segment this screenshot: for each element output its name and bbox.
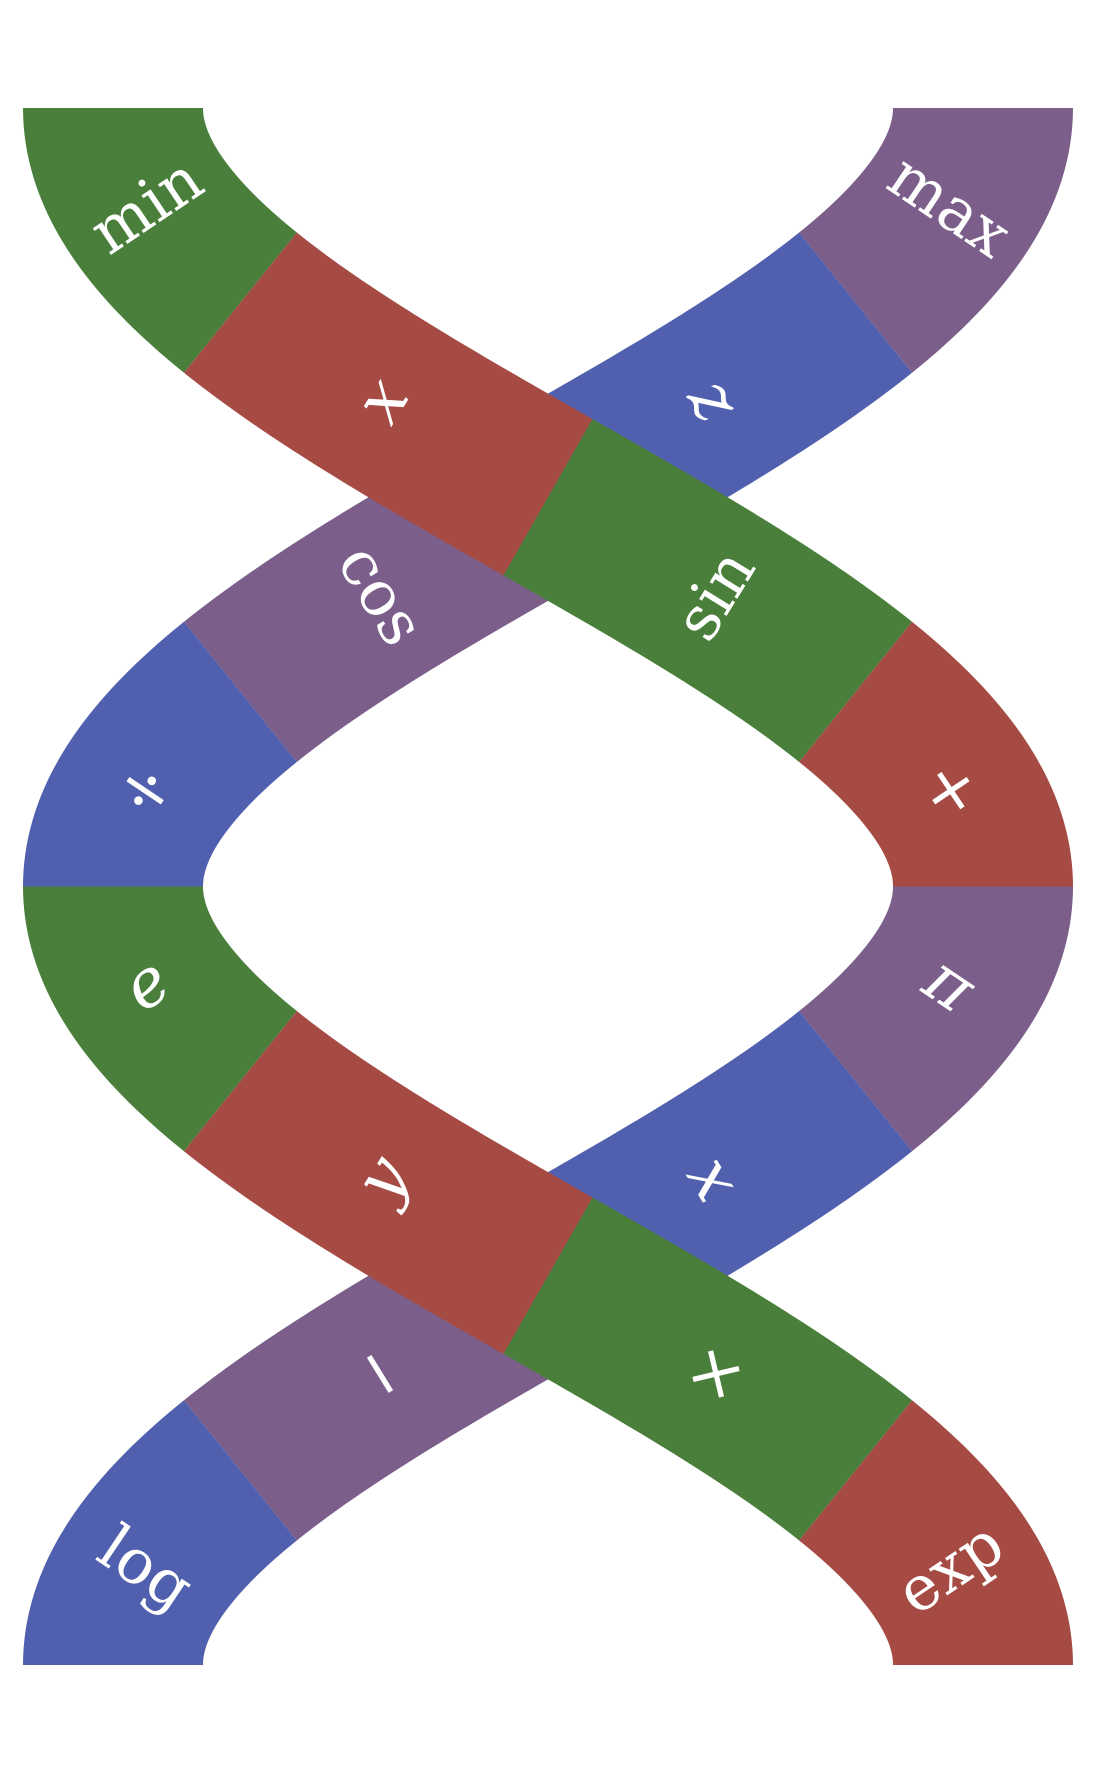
- strand-b-segment-6: [183, 1011, 593, 1354]
- strand-a-segment-3: [503, 419, 913, 762]
- strand-b-segment-5: [23, 886, 297, 1152]
- strand-b-segment-1: [799, 108, 1073, 373]
- strand-a-segment-5: [799, 886, 1073, 1152]
- strand-b-segment-7: [503, 1197, 913, 1541]
- strand-a-segment-4: [799, 621, 1073, 887]
- strand-a-segment-8: [23, 1400, 297, 1665]
- strand-b-segment-8: [799, 1400, 1073, 1665]
- strand-a-segment-2: [183, 232, 593, 576]
- strand-b-front-layer: ey×exp: [23, 886, 1073, 1665]
- strand-b-segment-4: [23, 621, 297, 887]
- strand-a-segment-1: [23, 108, 297, 373]
